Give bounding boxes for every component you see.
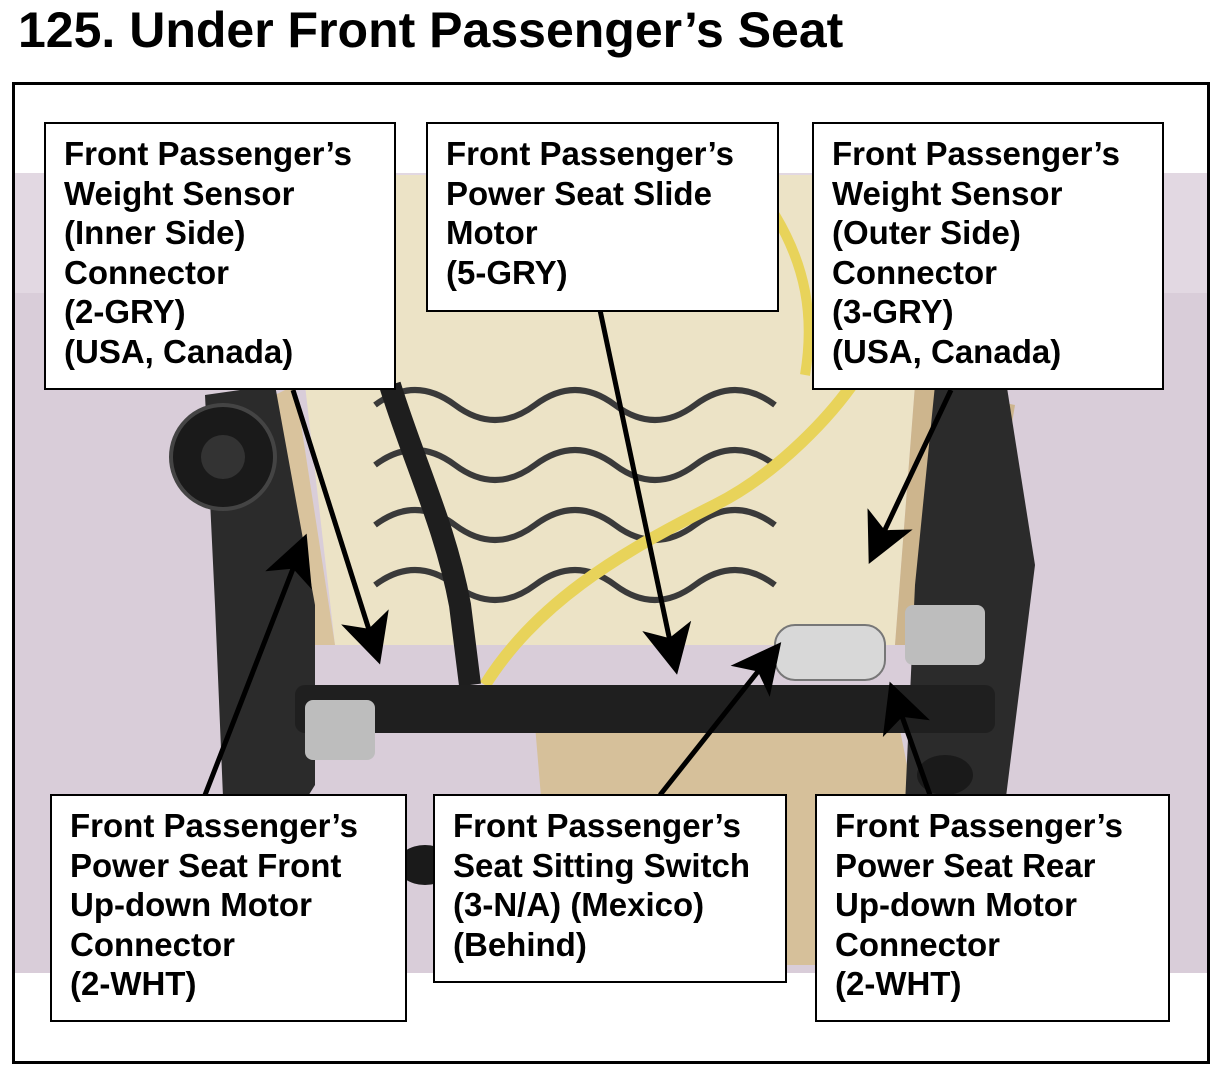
callout-line: Front Passenger’s: [835, 807, 1123, 844]
callout-line: (5-GRY): [446, 253, 568, 291]
yellow-harness: [479, 361, 871, 689]
callout-line: Power Seat Rear: [835, 846, 1096, 884]
callout-line: Power Seat Slide: [446, 174, 712, 212]
callout-line: Weight Sensor: [64, 174, 295, 212]
callout-line: Front Passenger’s: [446, 135, 734, 172]
callout-line: Front Passenger’s: [832, 135, 1120, 172]
callout-line: Front Passenger’s: [70, 807, 358, 844]
front-cross-rail: [295, 685, 995, 733]
callout-line: (2-WHT): [70, 965, 197, 1002]
callout-line: (3-N/A) (Mexico): [453, 886, 705, 923]
callout-line: Connector: [70, 925, 235, 963]
callout-line: Seat Sitting Switch: [453, 846, 751, 884]
callout-line: (Behind): [453, 925, 587, 963]
callout-line: (Outer Side): [832, 214, 1021, 251]
callout-line: (USA, Canada): [832, 332, 1062, 370]
arrow-slide-motor: [597, 309, 692, 675]
callout-line: (3-GRY): [832, 293, 954, 330]
callout-line: (Inner Side): [64, 214, 246, 251]
arrow-rear-updown-motor: [882, 681, 933, 796]
callout-line: Front Passenger’s: [64, 135, 352, 172]
callout-rear-updown-motor: Front Passenger’s Power Seat Rear Up-dow…: [815, 794, 1170, 1022]
callout-sitting-switch: Front Passenger’s Seat Sitting Switch (3…: [433, 794, 787, 983]
callout-line: (2-GRY): [64, 293, 186, 330]
diagram-frame: Front Passenger’s Weight Sensor (Inner S…: [12, 82, 1210, 1064]
callout-line: Up-down Motor: [835, 886, 1077, 923]
callout-line: Up-down Motor: [70, 886, 312, 923]
callout-line: Front Passenger’s: [453, 807, 741, 844]
page-title: 125. Under Front Passenger’s Seat: [18, 2, 844, 58]
callout-line: (2-WHT): [835, 965, 962, 1002]
callout-line: Connector: [64, 253, 229, 291]
callout-line: Connector: [832, 253, 997, 291]
callout-line: (USA, Canada): [64, 332, 294, 370]
callout-line: Power Seat Front: [70, 846, 342, 884]
leader-arrows: [202, 309, 954, 797]
callout-outer-weight-sensor: Front Passenger’s Weight Sensor (Outer S…: [812, 122, 1164, 390]
callout-inner-weight-sensor: Front Passenger’s Weight Sensor (Inner S…: [44, 122, 396, 390]
arrow-front-updown-motor: [202, 533, 312, 796]
black-harness: [379, 381, 481, 687]
callout-line: Connector: [835, 925, 1000, 963]
slide-motor-body: [774, 624, 886, 681]
arrow-sitting-switch: [658, 642, 782, 797]
callout-front-updown-motor: Front Passenger’s Power Seat Front Up-do…: [50, 794, 407, 1022]
arrow-outer-weight-sensor: [867, 388, 954, 565]
callout-line: Motor: [446, 214, 538, 251]
callout-slide-motor: Front Passenger’s Power Seat Slide Motor…: [426, 122, 779, 312]
callout-line: Weight Sensor: [832, 174, 1063, 212]
arrow-inner-weight-sensor: [290, 389, 389, 665]
